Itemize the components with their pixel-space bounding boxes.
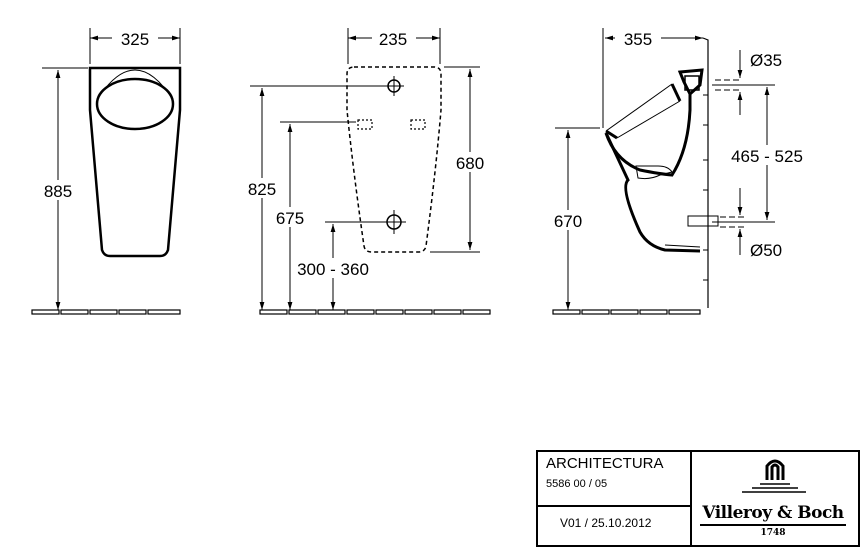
inlet-outlet-spacing-label: 465 - 525 — [731, 147, 803, 166]
version-date: V01 / 25.10.2012 — [560, 516, 652, 530]
back-outlet-height-label: 680 — [456, 154, 484, 173]
product-name: ARCHITECTURA — [546, 455, 664, 472]
brand-name: Villeroy & Boch — [702, 503, 844, 523]
brand-year: 1748 — [760, 528, 786, 538]
side-view — [552, 28, 775, 315]
front-view — [31, 28, 182, 315]
front-height-label: 885 — [44, 182, 72, 201]
back-outlet-range-label: 300 - 360 — [297, 260, 369, 279]
outlet-diameter-label: Ø50 — [750, 241, 782, 260]
back-view — [250, 28, 491, 315]
front-width-label: 325 — [121, 30, 149, 49]
back-total-height-label: 825 — [248, 180, 276, 199]
back-inlet-height-label: 675 — [276, 209, 304, 228]
inlet-diameter-label: Ø35 — [750, 51, 782, 70]
article-number: 5586 00 / 05 — [546, 478, 608, 490]
side-rim-height-label: 670 — [554, 212, 582, 231]
side-depth-label: 355 — [624, 30, 652, 49]
back-width-label: 235 — [379, 30, 407, 49]
